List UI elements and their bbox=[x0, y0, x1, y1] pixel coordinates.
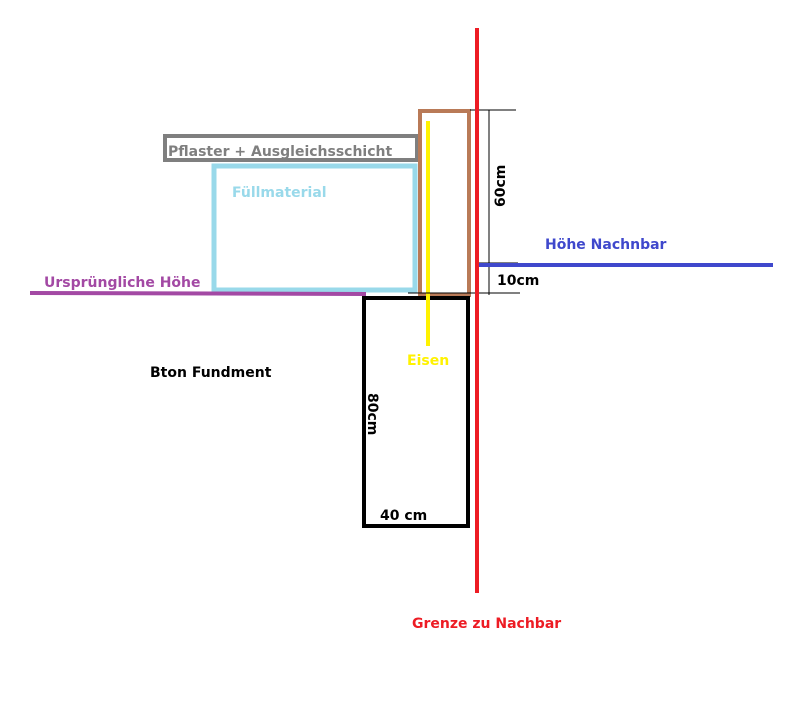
foundation-box bbox=[362, 296, 470, 528]
height-10-label: 10cm bbox=[497, 273, 539, 289]
paving-layer bbox=[163, 134, 419, 162]
original-height-label: Ursprüngliche Höhe bbox=[44, 275, 201, 291]
paving-label: Pflaster + Ausgleichsschicht bbox=[168, 144, 392, 160]
neighbor-height-label: Höhe Nachnbar bbox=[545, 237, 667, 253]
boundary-label: Grenze zu Nachbar bbox=[412, 616, 561, 632]
height-60-label: 60cm bbox=[493, 165, 509, 207]
width-40-label: 40 cm bbox=[380, 508, 427, 524]
fill-material-box bbox=[211, 163, 418, 293]
height-80-label: 80cm bbox=[364, 393, 380, 435]
foundation-label: Bton Fundment bbox=[150, 365, 272, 381]
iron-label: Eisen bbox=[407, 353, 449, 369]
original-height-line bbox=[29, 291, 367, 296]
wall-box bbox=[418, 109, 471, 297]
fill-material-label: Füllmaterial bbox=[232, 185, 327, 201]
